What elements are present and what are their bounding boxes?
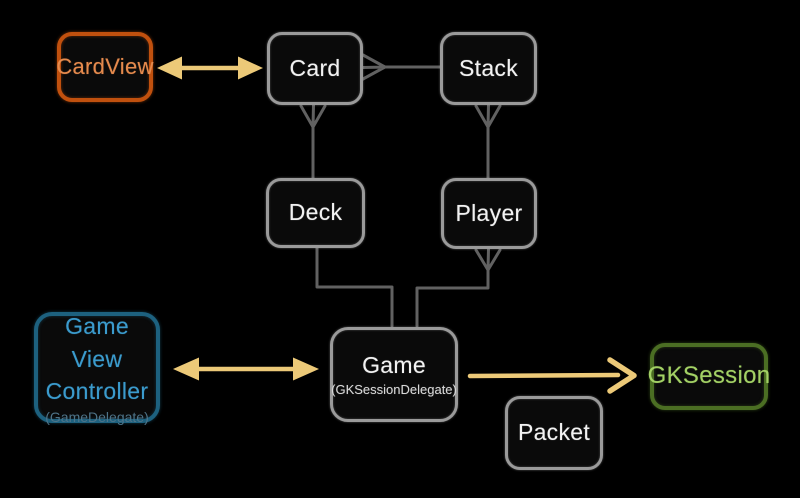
arrowhead-right-game xyxy=(293,357,319,381)
arrowhead-left-cardview xyxy=(157,56,182,80)
node-cardview: CardView xyxy=(56,32,154,102)
node-card: Card xyxy=(267,32,363,105)
node-card-label: Card xyxy=(289,54,341,81)
arrowhead-game-gksession xyxy=(607,357,637,394)
yellow-arrow-shafts xyxy=(176,65,637,394)
node-stack: Stack xyxy=(440,32,537,105)
node-player-label: Player xyxy=(455,199,523,226)
node-game-label: Game xyxy=(362,351,426,378)
shaft-game-gksession xyxy=(467,372,621,379)
node-cardview-label: CardView xyxy=(56,53,154,79)
node-gksession-label: GKSession xyxy=(647,362,771,390)
arrowhead-left-gvc xyxy=(173,357,199,381)
node-gvc-sublabel: (GameDelegate) xyxy=(45,408,149,425)
edge-game-player-crowfoot xyxy=(415,247,502,328)
node-game: Game (GKSessionDelegate) xyxy=(330,327,458,422)
node-gksession: GKSession xyxy=(647,343,771,410)
arrowhead-right-card xyxy=(238,56,263,80)
yellow-arrow-heads xyxy=(157,56,319,381)
node-packet-label: Packet xyxy=(517,419,591,446)
node-gvc-line1: Game xyxy=(65,313,129,340)
edge-game-deck xyxy=(315,246,394,328)
node-gvc-line3: Controller xyxy=(45,378,149,405)
node-deck-label: Deck xyxy=(288,199,343,226)
node-gvc-line2: View xyxy=(71,345,123,372)
node-stack-label: Stack xyxy=(458,54,519,81)
edge-deck-card-crowfoot xyxy=(299,103,327,180)
gray-connectors xyxy=(299,53,502,328)
node-game-sublabel: (GKSessionDelegate) xyxy=(331,382,457,398)
node-deck: Deck xyxy=(266,178,365,248)
node-packet: Packet xyxy=(505,396,603,470)
edge-stack-card-crowfoot xyxy=(361,53,442,81)
edge-player-stack-crowfoot xyxy=(474,103,502,180)
node-player: Player xyxy=(441,178,537,249)
